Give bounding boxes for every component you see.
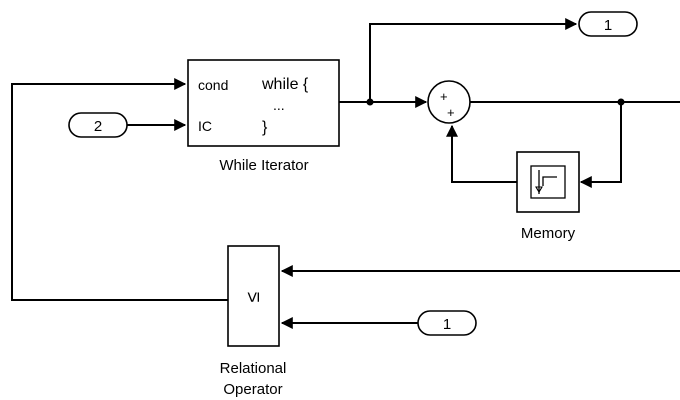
inport-ic-number: 2 bbox=[94, 118, 102, 135]
memory-block-name: Memory bbox=[521, 225, 576, 242]
signal-line-relop-to-cond[interactable] bbox=[11, 78, 228, 301]
relational-operator-name-line2: Operator bbox=[223, 381, 282, 398]
while-iterator-block-name: While Iterator bbox=[219, 157, 308, 174]
inport-bottom[interactable]: 1 bbox=[417, 310, 477, 336]
while-iterator-cond-port-label: cond bbox=[198, 77, 228, 93]
while-iterator-code-open: while { bbox=[261, 76, 309, 93]
sum-sign-top: + bbox=[440, 89, 448, 104]
relational-operator-symbol: ≤ bbox=[243, 292, 264, 302]
sum-block[interactable]: + + bbox=[427, 80, 471, 124]
while-iterator-ic-port-label: IC bbox=[198, 118, 212, 134]
relational-operator-name-line1: Relational bbox=[220, 360, 287, 377]
while-iterator-code-close: } bbox=[262, 119, 268, 136]
inport-ic[interactable]: 2 bbox=[68, 112, 128, 138]
while-iterator-code-ellipsis: ... bbox=[273, 97, 285, 113]
memory-icon bbox=[530, 165, 566, 199]
signal-line-to-outport-top[interactable] bbox=[369, 18, 578, 102]
relational-operator-block[interactable]: ≤ bbox=[227, 245, 280, 347]
branch-point-iterator bbox=[366, 98, 374, 106]
while-iterator-block[interactable]: cond IC while { ... } bbox=[187, 59, 340, 147]
outport-top[interactable]: 1 bbox=[578, 11, 638, 37]
memory-block[interactable] bbox=[516, 151, 580, 213]
sum-sign-bottom: + bbox=[447, 105, 455, 120]
inport-bottom-number: 1 bbox=[443, 316, 451, 333]
signal-line-to-memory[interactable] bbox=[579, 102, 622, 188]
outport-top-number: 1 bbox=[604, 17, 612, 34]
signal-line-memory-to-sum[interactable] bbox=[446, 124, 517, 183]
